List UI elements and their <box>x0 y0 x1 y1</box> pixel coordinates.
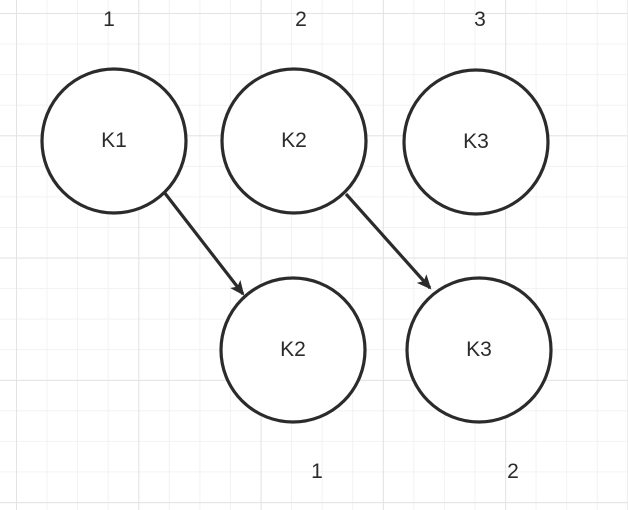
edge-k1-to-k2[interactable] <box>162 191 245 296</box>
node-circle-bottom-k2[interactable] <box>219 276 367 424</box>
nodes-group <box>40 67 553 424</box>
edges-group <box>162 191 432 296</box>
node-circle-bottom-k3[interactable] <box>405 276 553 424</box>
edge-k2-to-k3[interactable] <box>344 192 432 290</box>
node-circle-top-k1[interactable] <box>40 67 188 215</box>
node-circle-top-k3[interactable] <box>402 68 550 216</box>
node-circle-top-k2[interactable] <box>220 67 368 215</box>
